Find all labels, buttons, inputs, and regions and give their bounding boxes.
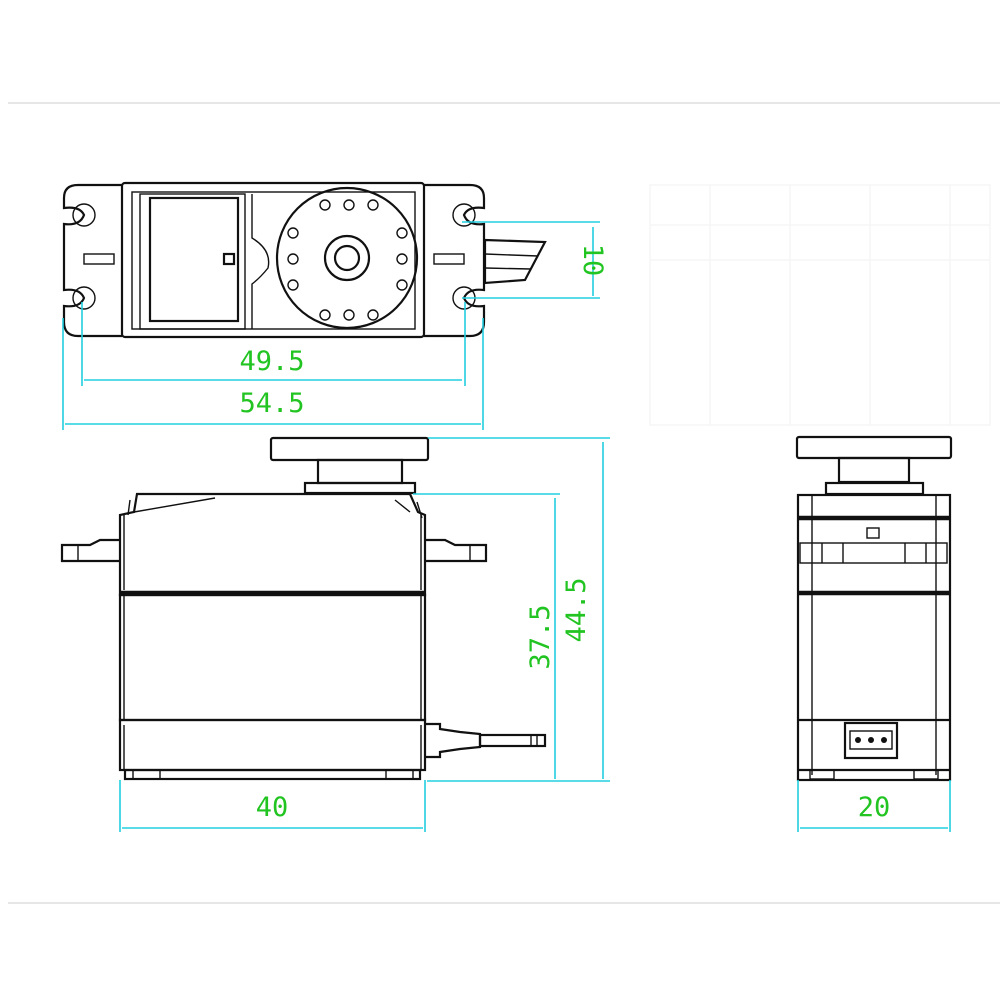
dim-body-height: 37.5 [525, 604, 556, 669]
top-view-dimensions: 10 49.5 54.5 [62, 221, 608, 430]
servo-side-view [60, 436, 547, 781]
servo-top-view [62, 181, 547, 339]
dim-front-width: 20 [858, 792, 891, 823]
front-view-dimensions: 20 [797, 780, 951, 832]
wire-bundle [483, 238, 547, 285]
dim-body-width: 40 [256, 792, 289, 823]
dim-total-height: 44.5 [561, 577, 592, 642]
dim-wire-offset: 10 [577, 244, 608, 277]
servo-front-view [795, 435, 953, 782]
dim-overall-length: 54.5 [239, 388, 304, 419]
dim-hole-spacing: 49.5 [239, 346, 304, 377]
faint-watermark [649, 184, 991, 426]
side-view-dimensions: 40 37.5 44.5 [119, 437, 610, 832]
